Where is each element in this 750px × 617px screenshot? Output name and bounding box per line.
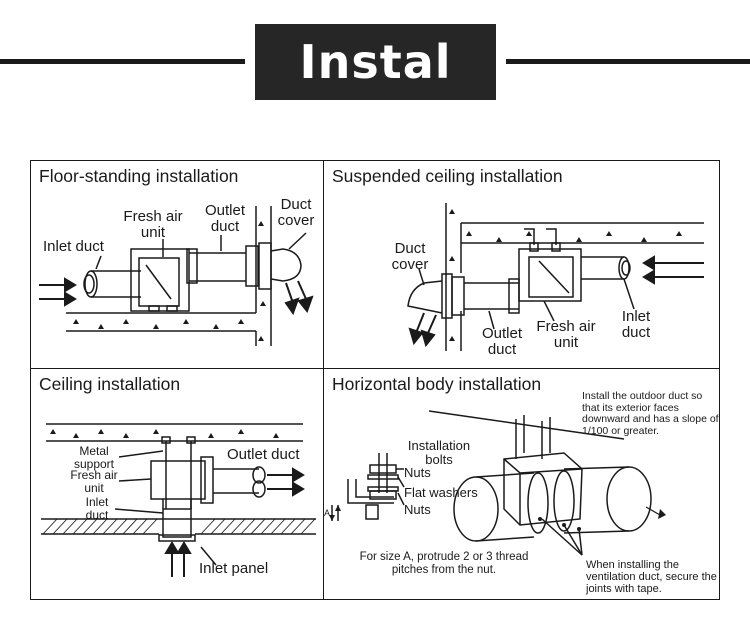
protrude-note: For size A, protrude 2 or 3 thread pitch… bbox=[359, 551, 529, 576]
ceiling-inlet-panel-label: Inlet panel bbox=[199, 560, 269, 577]
floor-standing-diagram bbox=[39, 206, 314, 346]
suspended-outlet-duct-label: Outlet duct bbox=[481, 325, 523, 358]
suspended-inlet-duct-label: Inlet duct bbox=[621, 308, 651, 341]
suspended-ceiling-panel: Suspended ceiling installation bbox=[323, 160, 720, 370]
header-rule-right bbox=[506, 59, 750, 64]
ceiling-outlet-duct-label: Outlet duct bbox=[227, 446, 300, 463]
suspended-ceiling-title: Suspended ceiling installation bbox=[332, 166, 563, 186]
page-title: Instal bbox=[255, 24, 496, 100]
ceiling-installation-title: Ceiling installation bbox=[39, 374, 181, 394]
floor-inlet-duct-label: Inlet duct bbox=[43, 238, 104, 255]
floor-duct-cover-label: Duct cover bbox=[277, 196, 315, 229]
horizontal-body-panel: Horizontal body installation bbox=[323, 368, 720, 600]
ceiling-fresh-air-unit-label: Fresh air unit bbox=[70, 468, 118, 495]
horizontal-body-title: Horizontal body installation bbox=[332, 374, 542, 394]
suspended-ceiling-diagram bbox=[407, 203, 704, 351]
size-a-label: A bbox=[324, 508, 331, 518]
ceiling-installation-diagram bbox=[41, 423, 316, 577]
header-rule-left bbox=[0, 59, 245, 64]
suspended-fresh-air-unit-label: Fresh air unit bbox=[536, 318, 596, 351]
ceiling-inlet-duct-label: Inlet duct bbox=[85, 495, 109, 522]
floor-standing-title: Floor-standing installation bbox=[39, 166, 239, 186]
ceiling-installation-panel: Ceiling installation bbox=[30, 368, 325, 600]
nuts-label: Nuts bbox=[404, 465, 431, 480]
installation-bolts-label: Installation bolts bbox=[407, 438, 471, 467]
ceiling-metal-support-label: Metal support bbox=[73, 444, 115, 471]
nuts2-label: Nuts bbox=[404, 502, 431, 517]
flat-washers-label: Flat washers bbox=[404, 485, 478, 500]
suspended-duct-cover-label: Duct cover bbox=[391, 240, 429, 273]
horizontal-body-diagram bbox=[329, 410, 666, 556]
floor-fresh-air-unit-label: Fresh air unit bbox=[123, 208, 183, 241]
tape-note: When installing the ventilation duct, se… bbox=[586, 559, 717, 595]
floor-outlet-duct-label: Outlet duct bbox=[204, 202, 246, 235]
outdoor-duct-note: Install the outdoor duct so that its ext… bbox=[582, 390, 719, 437]
floor-standing-panel: Floor-standing installation bbox=[30, 160, 325, 370]
